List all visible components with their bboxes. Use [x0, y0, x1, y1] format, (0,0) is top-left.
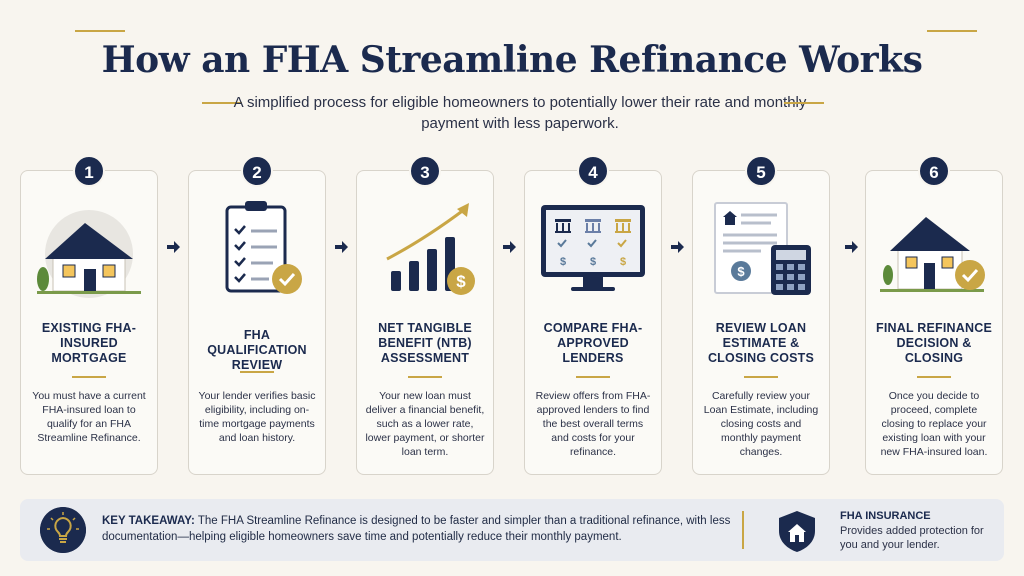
step-number: 3 [409, 155, 441, 187]
svg-text:$: $ [590, 256, 596, 268]
step-description: Review offers from FHA-approved lenders … [535, 390, 651, 458]
step-card-3: 3 $ NET TANGIBLE BENEFIT (NTB) ASSESSMEN… [356, 155, 494, 475]
step-title: EXISTING FHA-INSURED MORTGAGE [41, 321, 137, 365]
loan-estimate-calculator-icon: $ [714, 202, 811, 295]
insurance-title: FHA INSURANCE [840, 510, 931, 522]
step-card-2: 2 FHA QUALIFICATION REVIEW Your lender v… [188, 155, 326, 475]
step-card-5: 5 $ REVIEW LOAN ESTIMATE & CLOSING COSTS… [692, 155, 830, 475]
insurance-description: Provides added protection for you and yo… [840, 525, 984, 551]
step-number: 4 [577, 155, 609, 187]
svg-text:$: $ [560, 256, 566, 268]
house-check-icon [880, 217, 985, 292]
svg-text:$: $ [620, 256, 626, 268]
step-divider [240, 371, 274, 373]
step-description: Carefully review your Loan Estimate, inc… [703, 390, 819, 458]
step-divider [744, 376, 778, 378]
step-divider [72, 376, 106, 378]
arrow-right-icon [671, 241, 684, 253]
takeaway-text: KEY TAKEAWAY: The FHA Streamline Refinan… [102, 513, 732, 545]
title-row: How an FHA Streamline Refinance Works [0, 30, 1024, 90]
step-number: 6 [918, 155, 950, 187]
step-divider [917, 376, 951, 378]
arrow-right-icon [167, 241, 180, 253]
title-rule-left [75, 30, 125, 32]
subtitle-rule-left [202, 102, 242, 104]
subtitle-rule-right [784, 102, 824, 104]
shield-house-icon [779, 511, 815, 552]
step-number: 2 [241, 155, 273, 187]
step-number: 1 [73, 155, 105, 187]
step-description: Once you decide to proceed, complete clo… [880, 390, 988, 458]
step-description: Your new loan must deliver a financial b… [365, 390, 485, 458]
arrow-right-icon [335, 241, 348, 253]
takeaway-separator [742, 511, 744, 549]
title-rule-right [927, 30, 977, 32]
step-card-4: 4 $ $ $ COMPARE FHA-APPROVED LENDERS Revie… [524, 155, 662, 475]
arrow-right-icon [503, 241, 516, 253]
step-title: FINAL REFINANCE DECISION & CLOSING [876, 321, 992, 365]
step-number: 5 [745, 155, 777, 187]
step-description: You must have a current FHA-insured loan… [32, 390, 146, 444]
step-title: NET TANGIBLE BENEFIT (NTB) ASSESSMENT [378, 321, 472, 365]
step-title: COMPARE FHA-APPROVED LENDERS [543, 321, 643, 365]
rising-bar-chart-icon: $ [386, 203, 475, 295]
step-title: FHA QUALIFICATION REVIEW [207, 328, 307, 372]
svg-text:$: $ [456, 272, 466, 291]
key-takeaway-panel: KEY TAKEAWAY: The FHA Streamline Refinan… [20, 499, 1004, 561]
lender-comparison-monitor-icon: $ $ $ [541, 205, 645, 291]
lightbulb-icon [40, 507, 86, 553]
step-card-6: 6 FINAL REFINANCE DECISION & CLOSING Onc… [865, 155, 1003, 475]
checklist-clipboard-icon [225, 201, 302, 294]
arrow-right-icon [845, 241, 858, 253]
step-title: REVIEW LOAN ESTIMATE & CLOSING COSTS [707, 321, 815, 365]
step-card-1: 1 EXISTING FHA-INSURED MORTGAGE You must… [20, 155, 158, 475]
house-icon [37, 210, 141, 298]
takeaway-label: KEY TAKEAWAY: [102, 515, 195, 527]
takeaway-body: The FHA Streamline Refinance is designed… [102, 515, 731, 543]
step-description: Your lender verifies basic eligibility, … [198, 390, 316, 444]
step-divider [576, 376, 610, 378]
svg-text:$: $ [737, 264, 745, 279]
step-divider [408, 376, 442, 378]
page-title: How an FHA Streamline Refinance Works [101, 39, 923, 81]
page-subtitle: A simplified process for eligible homeow… [233, 94, 807, 132]
